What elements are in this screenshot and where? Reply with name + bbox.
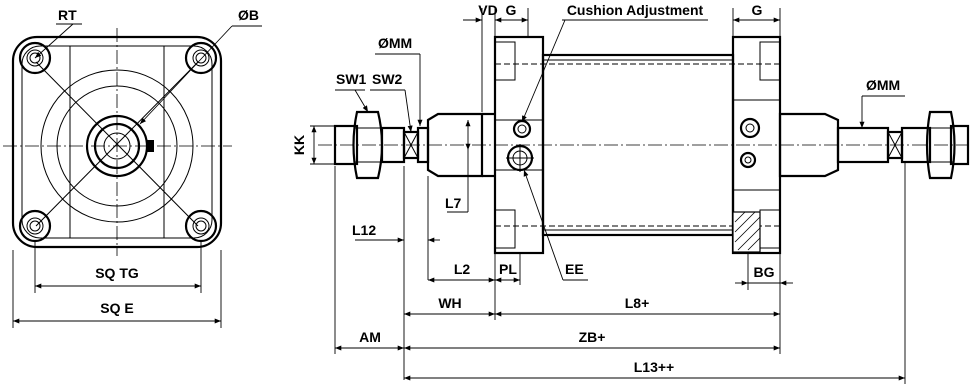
tie-rod-nut-rear-bottom [759,209,781,249]
bore-circle [40,69,194,223]
label-kk: KK [291,135,307,155]
boss-circle [56,85,178,207]
section-hatch [732,211,761,253]
label-zb: ZB+ [579,329,606,345]
label-wh: WH [438,295,461,311]
label-omm-left: ØMM [378,35,412,51]
tie-rod-hole-top-left [18,41,52,75]
label-g-left: G [506,2,517,18]
tie-rod-hole-bottom-left [18,209,52,243]
rod-thread-circle [103,132,131,160]
rear-nose [778,112,840,178]
diagonal-rib [35,61,199,227]
cushion-leader [521,19,566,123]
label-sw1: SW1 [336,71,367,87]
rt-leader [34,23,74,59]
tie-rod-hole-top-right [184,41,218,75]
sw2-leader [404,89,413,133]
rod-end-left [333,124,359,166]
end-view: RT ØB SQ TG SQ E [3,7,262,328]
label-pl: PL [499,261,517,277]
label-omm-right: ØMM [866,77,900,93]
label-sq-e: SQ E [100,300,133,316]
hub-key [147,140,154,152]
label-rt: RT [58,7,77,23]
label-am: AM [359,329,381,345]
label-ob: ØB [238,7,259,23]
tie-rod-nut-front-top [494,41,516,81]
label-sq-tg: SQ TG [95,265,139,281]
cushion-adjustment-screw [512,119,532,139]
rear-port [739,151,757,169]
label-bg: BG [754,264,775,280]
rear-cushion-screw [739,117,761,139]
tie-rod-nut-rear-top [759,41,781,81]
ob-leader [139,25,233,125]
label-vd: VD [478,2,497,18]
label-sw2: SW2 [372,71,403,87]
label-l13: L13++ [634,359,674,375]
label-l2: L2 [454,261,471,277]
sw1-leader [354,89,369,113]
piston-rod-right-2 [900,126,932,164]
side-view: ØMM SW1 SW2 KK VD G Cushion Adjustment G [291,2,970,384]
label-cushion-adjustment: Cushion Adjustment [567,2,704,18]
label-l8: L8+ [625,295,650,311]
port-ee [506,144,534,172]
label-ee: EE [565,261,584,277]
tie-rod-nut-front-bottom [494,209,516,249]
rod-circle [93,122,141,170]
label-l12: L12 [352,222,376,238]
label-g-right: G [752,2,763,18]
ee-leader [523,169,564,281]
jam-nut-sw1 [352,110,384,180]
label-l7: L7 [445,195,462,211]
rod-end-right [949,124,970,166]
